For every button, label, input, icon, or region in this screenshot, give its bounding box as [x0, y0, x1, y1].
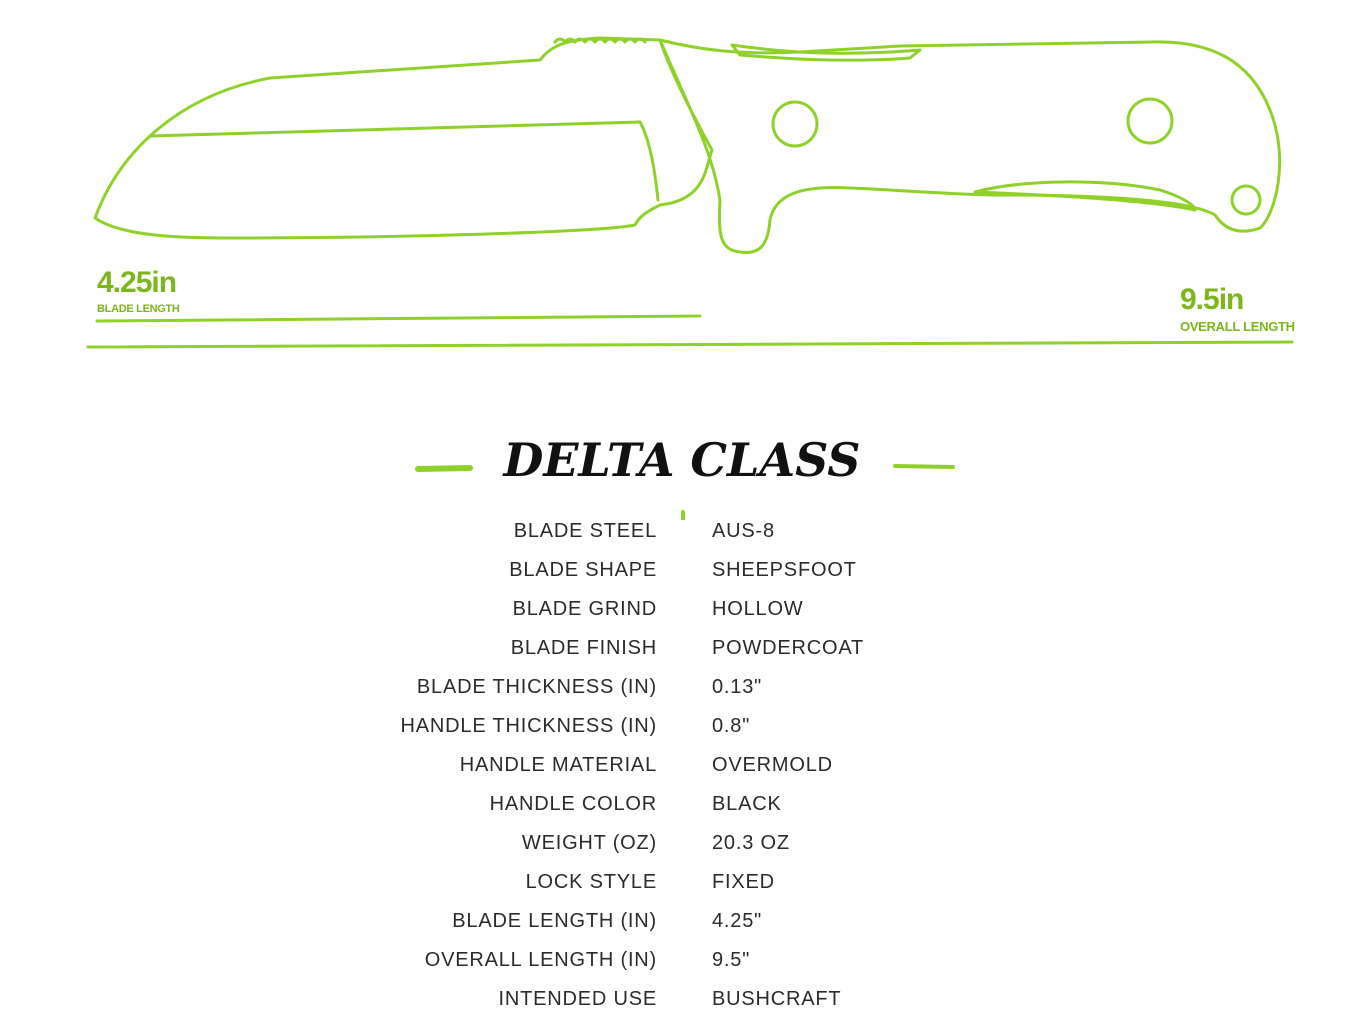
spec-label: OVERALL LENGTH (IN)	[424, 949, 657, 971]
blade-length-line	[95, 314, 702, 323]
spec-value: 0.8"	[712, 715, 751, 737]
spec-label: BLADE LENGTH (IN)	[452, 910, 657, 932]
spec-label: WEIGHT (OZ)	[521, 832, 657, 854]
spec-label: HANDLE MATERIAL	[459, 754, 657, 776]
spec-value: 4.25"	[712, 910, 763, 932]
spec-label: HANDLE COLOR	[489, 793, 657, 815]
overall-length-value: 9.5in	[1180, 283, 1244, 316]
spec-label: BLADE STEEL	[513, 520, 657, 542]
blade-length-label: BLADE LENGTH	[97, 303, 180, 315]
product-title: DELTA CLASS	[503, 433, 861, 487]
handle-hole-front	[771, 100, 819, 148]
spec-value: BLACK	[712, 793, 782, 815]
spec-label: BLADE FINISH	[510, 637, 657, 659]
title-dash-right	[893, 464, 955, 469]
blade-grind-line	[148, 120, 660, 202]
handle-outline	[658, 38, 1282, 255]
spec-value: AUS-8	[712, 520, 775, 542]
spec-value: SHEEPSFOOT	[712, 559, 857, 581]
overall-length-measure: 9.5in OVERALL LENGTH	[1180, 283, 1295, 335]
spec-value: OVERMOLD	[712, 754, 833, 776]
handle-texture-bottom	[973, 180, 1197, 212]
lanyard-hole	[1230, 184, 1262, 216]
handle-hole-rear	[1126, 97, 1174, 145]
spec-label: BLADE THICKNESS (IN)	[416, 676, 657, 698]
blade-outline	[93, 36, 714, 240]
blade-length-measure: 4.25in BLADE LENGTH	[97, 266, 180, 316]
spec-value: FIXED	[712, 871, 775, 893]
spec-label: HANDLE THICKNESS (IN)	[400, 715, 657, 737]
spec-label: INTENDED USE	[498, 988, 657, 1010]
overall-length-label: OVERALL LENGTH	[1180, 319, 1295, 334]
spec-value: 0.13"	[712, 676, 763, 698]
handle-texture-top	[730, 43, 922, 62]
overall-length-line	[86, 340, 1294, 349]
spec-label: BLADE GRIND	[512, 598, 657, 620]
spec-value: HOLLOW	[712, 598, 804, 620]
spec-value: BUSHCRAFT	[712, 988, 842, 1010]
spec-label: LOCK STYLE	[525, 871, 657, 893]
knife-outline-illustration	[86, 36, 1294, 520]
spec-value: 20.3 OZ	[712, 832, 790, 854]
spec-value: 9.5"	[712, 949, 751, 971]
title-dash-left	[415, 465, 473, 472]
jimping	[553, 37, 647, 44]
spec-value: POWDERCOAT	[712, 637, 865, 659]
blade-length-value: 4.25in	[97, 266, 177, 299]
spec-label: BLADE SHAPE	[509, 559, 657, 581]
